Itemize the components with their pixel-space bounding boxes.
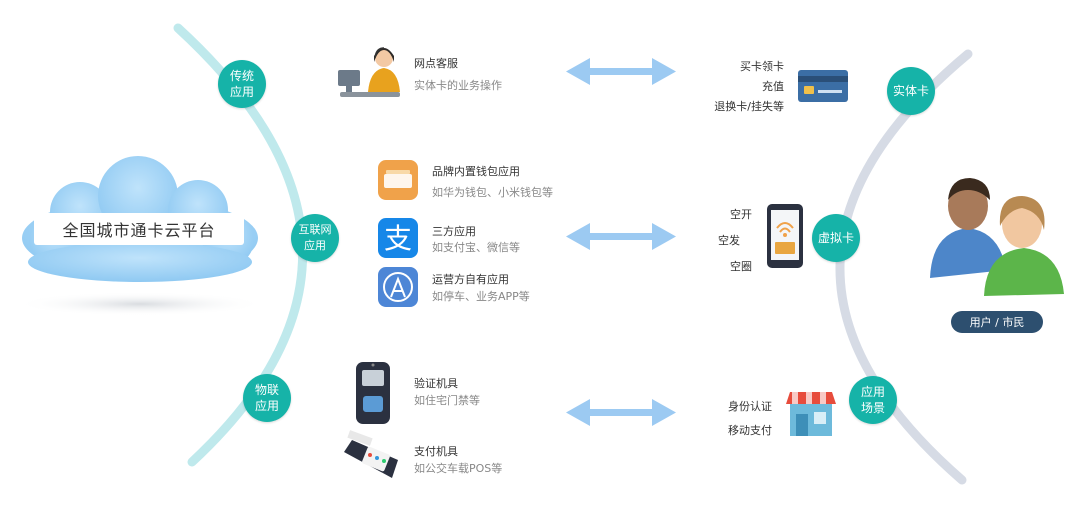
verification-terminal-icon [356, 362, 390, 424]
iot-item-title: 支付机具 [414, 445, 458, 458]
traditional-title: 网点客服 [414, 57, 458, 70]
node-label-line1: 传统 [229, 69, 254, 83]
scenario-op: 移动支付 [728, 424, 772, 437]
wallet-icon [378, 160, 418, 200]
arrow-traditional [566, 58, 676, 85]
shop-icon [786, 392, 836, 436]
internet-item-title: 运营方自有应用 [432, 273, 509, 286]
physical-card-op: 充值 [762, 80, 784, 93]
platform-title: 全国城市通卡云平台 [34, 213, 244, 245]
pos-terminal-icon [344, 430, 398, 478]
app-store-icon [378, 267, 418, 307]
virtual-card-op: 空开 [730, 208, 752, 221]
scenario-op: 身份认证 [728, 400, 772, 413]
node-internet-app: 互联网应用 [291, 214, 339, 262]
physical-card-op: 退换卡/挂失等 [714, 100, 784, 113]
alipay-icon: 支 [378, 218, 418, 258]
node-virtual-card: 虚拟卡 [812, 214, 860, 262]
node-label: 虚拟卡 [817, 231, 854, 245]
node-scenario: 应用场景 [849, 376, 897, 424]
node-label-line2: 场景 [860, 401, 885, 415]
cloud-shadow [15, 292, 265, 316]
svg-text:支: 支 [384, 222, 412, 255]
virtual-card-op: 空圈 [730, 260, 752, 273]
node-label-line2: 应用 [254, 399, 279, 413]
iot-item-title: 验证机具 [414, 377, 458, 390]
customer-service-icon [338, 47, 400, 97]
arrow-internet [566, 223, 676, 250]
users-icon [930, 178, 1064, 296]
node-label-line1: 互联网 [298, 223, 332, 236]
node-label-line1: 物联 [254, 383, 279, 397]
physical-card-op: 买卡领卡 [740, 60, 784, 73]
node-traditional-app: 传统应用 [218, 60, 266, 108]
node-label-line2: 应用 [229, 85, 254, 99]
internet-item-sub: 如支付宝、微信等 [432, 241, 520, 254]
node-physical-card: 实体卡 [887, 67, 935, 115]
iot-item-sub: 如公交车载POS等 [414, 462, 503, 475]
users-label: 用户 / 市民 [951, 311, 1043, 333]
iot-item-sub: 如住宅门禁等 [414, 394, 480, 407]
arrow-iot [566, 399, 676, 426]
internet-item-title: 品牌内置钱包应用 [432, 165, 520, 178]
phone-nfc-icon [767, 204, 803, 268]
internet-item-title: 三方应用 [432, 225, 476, 238]
internet-item-sub: 如停车、业务APP等 [432, 290, 530, 303]
internet-item-sub: 如华为钱包、小米钱包等 [432, 186, 553, 199]
virtual-card-op: 空发 [718, 234, 740, 247]
node-label-line2: 应用 [304, 239, 326, 252]
traditional-sub: 实体卡的业务操作 [414, 79, 502, 92]
node-iot-app: 物联应用 [243, 374, 291, 422]
node-label-line1: 应用 [860, 385, 885, 399]
bank-card-icon [798, 70, 848, 102]
node-label: 实体卡 [892, 84, 929, 98]
